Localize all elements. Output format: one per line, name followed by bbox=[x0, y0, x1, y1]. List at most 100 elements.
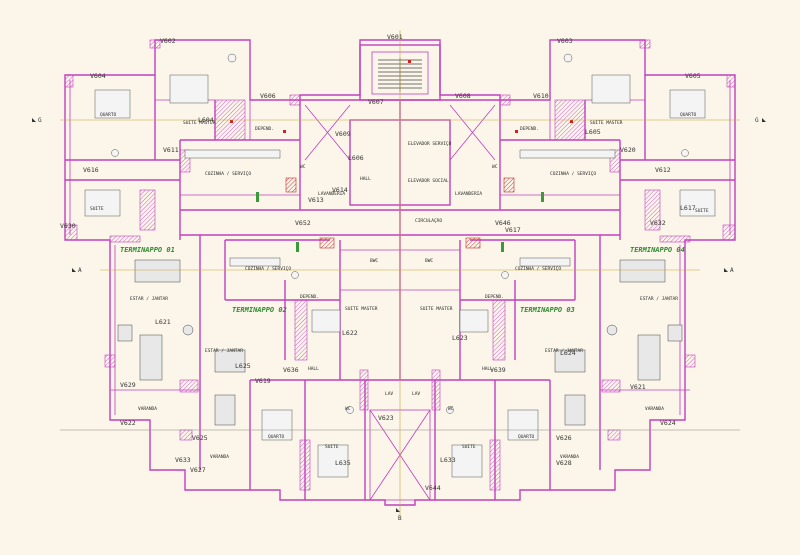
beam-v622: V622 bbox=[120, 419, 136, 427]
slab-labels: L604 L605 L606 L617 L621 L622 L623 L624 … bbox=[155, 116, 696, 467]
beam-labels: V602 V601 V603 V604 V605 V606 V607 V608 … bbox=[60, 33, 701, 492]
room-quarto-bl: QUARTO bbox=[268, 434, 285, 440]
beam-v608: V608 bbox=[455, 92, 471, 100]
beam-v611: V611 bbox=[163, 146, 179, 154]
room-wc-bl: WC bbox=[345, 406, 351, 412]
beam-v604: V604 bbox=[90, 72, 106, 80]
beam-v619: V619 bbox=[255, 377, 271, 385]
beam-v602: V602 bbox=[160, 37, 176, 45]
axis-a-right: A bbox=[730, 267, 734, 274]
axis-g-right: G bbox=[755, 117, 759, 124]
slab-l633: L633 bbox=[440, 456, 456, 464]
room-bwc-l: BWC bbox=[370, 258, 378, 264]
room-elevador: ELEVADOR SOCIAL bbox=[408, 178, 449, 184]
beam-v605: V605 bbox=[685, 72, 701, 80]
room-circulacao: CIRCULAÇÃO bbox=[415, 217, 442, 224]
unit-01-label: TERMINAPPO 01 bbox=[120, 246, 175, 254]
beam-v621: V621 bbox=[630, 383, 646, 391]
room-suite-mr: SUITE bbox=[695, 208, 709, 214]
furniture bbox=[84, 53, 716, 478]
room-estar-01: ESTAR / JANTAR bbox=[130, 296, 168, 302]
room-suite-master-tr: SUITE MASTER bbox=[590, 120, 623, 126]
beam-v627: V627 bbox=[190, 466, 206, 474]
room-lav-l: LAV bbox=[385, 391, 393, 397]
slab-l621: L621 bbox=[155, 318, 171, 326]
room-suite-master-ml: SUITE MASTER bbox=[345, 306, 378, 312]
beam-v628: V628 bbox=[556, 459, 572, 467]
room-lavanderia-r: LAVANDERIA bbox=[455, 191, 482, 197]
room-hall-mr: HALL bbox=[482, 366, 493, 372]
beam-v639: V639 bbox=[490, 366, 506, 374]
beam-v607: V607 bbox=[368, 98, 384, 106]
beam-v636: V636 bbox=[283, 366, 299, 374]
slab-l635: L635 bbox=[335, 459, 351, 467]
room-estar-04: ESTAR / JANTAR bbox=[640, 296, 678, 302]
room-estar-03: ESTAR / JANTAR bbox=[545, 348, 583, 354]
beam-v630: V630 bbox=[60, 222, 76, 230]
beam-v626: V626 bbox=[556, 434, 572, 442]
unit-03-label: TERMINAPPO 03 bbox=[520, 306, 575, 314]
markers bbox=[230, 60, 573, 252]
beam-v623: V623 bbox=[378, 414, 394, 422]
room-depend-tl: DEPEND. bbox=[255, 126, 274, 132]
room-hall: HALL bbox=[360, 176, 371, 182]
slab-l604: L604 bbox=[198, 116, 214, 124]
room-cozinha-ml: COZINHA / SERVIÇO bbox=[245, 266, 291, 272]
dimension-lines bbox=[60, 30, 740, 515]
beam-v624: V624 bbox=[660, 419, 676, 427]
beam-v606: V606 bbox=[260, 92, 276, 100]
room-suite-br: SUITE bbox=[462, 444, 476, 450]
slab-l605: L605 bbox=[585, 128, 601, 136]
room-depend-ml: DEPEND. bbox=[300, 294, 319, 300]
beam-v625: V625 bbox=[192, 434, 208, 442]
beam-v616: V616 bbox=[83, 166, 99, 174]
room-varanda-br: VARANDA bbox=[560, 454, 579, 460]
beam-v620: V620 bbox=[620, 146, 636, 154]
room-suite-ml: SUITE bbox=[90, 206, 104, 212]
room-quarto-br: QUARTO bbox=[518, 434, 535, 440]
slab-l606: L606 bbox=[348, 154, 364, 162]
beam-v632: V632 bbox=[650, 219, 666, 227]
room-quarto-tl: QUARTO bbox=[100, 112, 117, 118]
slab-l623: L623 bbox=[452, 334, 468, 342]
unit-04-label: TERMINAPPO 04 bbox=[630, 246, 685, 254]
room-varanda-bl: VARANDA bbox=[210, 454, 229, 460]
room-cozinha-mr: COZINHA / SERVIÇO bbox=[515, 266, 561, 272]
beam-v612: V612 bbox=[655, 166, 671, 174]
beam-v633: V633 bbox=[175, 456, 191, 464]
unit-02-label: TERMINAPPO 02 bbox=[232, 306, 287, 314]
room-labels: QUARTO QUARTO SUITE MASTER SUITE MASTER … bbox=[90, 112, 709, 460]
beam-v609: V609 bbox=[335, 130, 351, 138]
room-bwc-r: BWC bbox=[425, 258, 433, 264]
room-depend-mr: DEPEND. bbox=[485, 294, 504, 300]
axis-b-bottom: B bbox=[398, 515, 402, 522]
slab-l622: L622 bbox=[342, 329, 358, 337]
beam-v614: V614 bbox=[332, 186, 348, 194]
room-elevador-servico: ELEVADOR SERVIÇO bbox=[408, 141, 452, 147]
room-lavanderia-l: LAVANDERIA bbox=[318, 191, 345, 197]
room-suite-master-tl: SUITE MASTER bbox=[183, 120, 216, 126]
beam-v603: V603 bbox=[557, 37, 573, 45]
beam-v610: V610 bbox=[533, 92, 549, 100]
room-wc-br: WC bbox=[448, 406, 454, 412]
axis-markers: G G A A B bbox=[32, 117, 766, 522]
room-depend-tr: DEPEND. bbox=[520, 126, 539, 132]
room-suite-bl: SUITE bbox=[325, 444, 339, 450]
axis-a-left: A bbox=[78, 267, 82, 274]
room-varanda-r: VARANDA bbox=[645, 406, 664, 412]
room-hall-ml: HALL bbox=[308, 366, 319, 372]
slab-l625: L625 bbox=[235, 362, 251, 370]
room-lav-r: LAV bbox=[412, 391, 420, 397]
beam-v617: V617 bbox=[505, 226, 521, 234]
room-varanda-l: VARANDA bbox=[138, 406, 157, 412]
room-wc-tl: WC bbox=[300, 164, 306, 170]
beam-v629: V629 bbox=[120, 381, 136, 389]
axis-g-left: G bbox=[38, 117, 42, 124]
room-wc-tr: WC bbox=[492, 164, 498, 170]
room-cozinha-tl: COZINHA / SERVIÇO bbox=[205, 171, 251, 177]
room-estar-02: ESTAR / JANTAR bbox=[205, 348, 243, 354]
unit-labels: TERMINAPPO 01 TERMINAPPO 02 TERMINAPPO 0… bbox=[120, 246, 685, 314]
beam-v646: V646 bbox=[495, 219, 511, 227]
beam-v652: V652 bbox=[295, 219, 311, 227]
room-suite-master-mr: SUITE MASTER bbox=[420, 306, 453, 312]
